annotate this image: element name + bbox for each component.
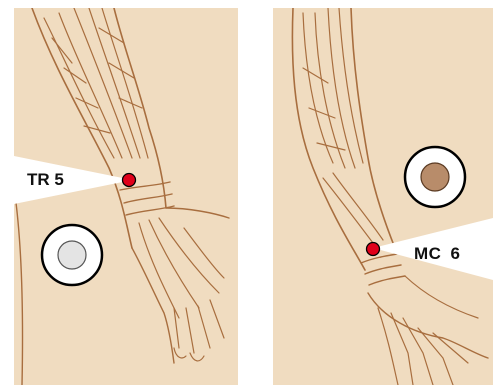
tr5-point-marker	[123, 174, 136, 187]
mc6-label-number: 6	[450, 244, 460, 263]
tr5-label: TR 5	[27, 170, 64, 190]
mc6-label-letters: MC	[414, 244, 441, 263]
left-arm-illustration	[14, 8, 238, 385]
mc6-point-marker	[367, 243, 380, 256]
right-arm-illustration	[273, 8, 493, 385]
left-arm-drawing	[14, 8, 238, 385]
right-arm-drawing	[273, 8, 493, 385]
mc6-label: MC 6	[414, 244, 460, 264]
